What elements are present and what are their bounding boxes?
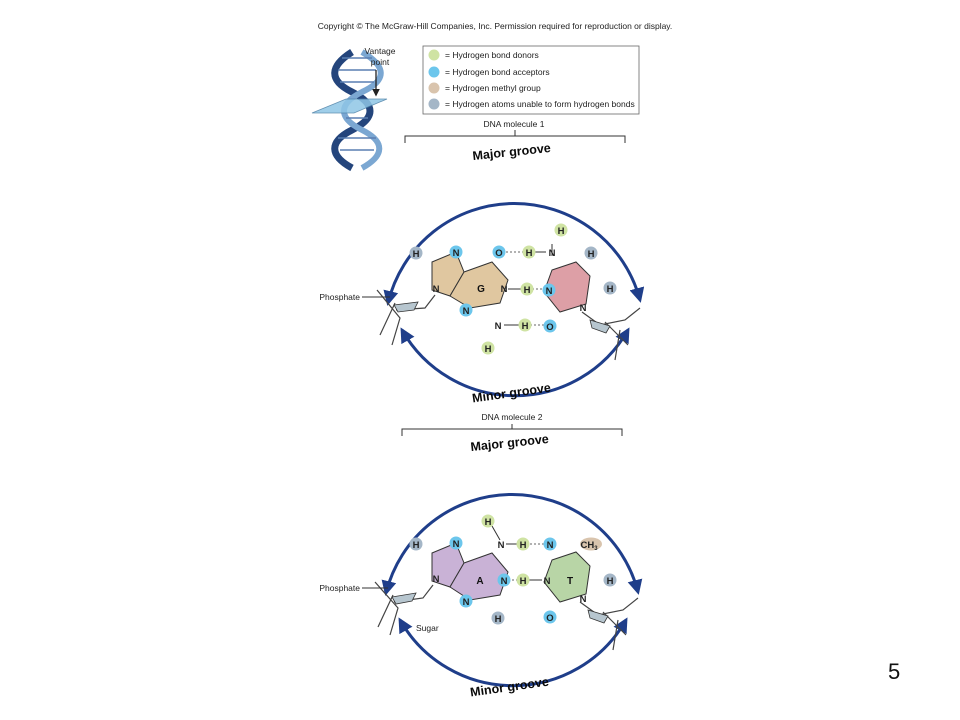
atom-n: N bbox=[463, 306, 470, 317]
atom-h: H bbox=[522, 321, 529, 332]
molecule1-title: DNA molecule 1 bbox=[484, 119, 545, 129]
molecule2-upper-arrow bbox=[381, 493, 643, 596]
atom-h: H bbox=[607, 284, 614, 295]
molecule2-bracket bbox=[401, 424, 623, 436]
vantage-label-1: Vantage bbox=[364, 46, 395, 56]
molecule2-lower-arrow bbox=[398, 617, 628, 688]
atom-h: H bbox=[558, 226, 565, 237]
atom-n: N bbox=[433, 574, 440, 585]
legend-swatch-donor bbox=[428, 49, 440, 61]
atom-h: H bbox=[495, 614, 502, 625]
atom-n: N bbox=[501, 576, 508, 587]
atom-o: O bbox=[546, 613, 553, 624]
molecule1-minor-groove-label: Minor groove bbox=[471, 381, 551, 406]
atom-n: N bbox=[433, 284, 440, 295]
dna-molecule-2: DNA molecule 2 Major groove Minor groove… bbox=[319, 412, 643, 700]
legend-swatch-methyl bbox=[428, 82, 440, 94]
atom-n: N bbox=[498, 540, 505, 551]
legend-swatch-acceptor bbox=[428, 66, 440, 78]
atom-h: H bbox=[485, 517, 492, 528]
molecule1-atoms: H N N N O H N H H H N H N N N H O H bbox=[409, 223, 617, 355]
atom-o: O bbox=[495, 248, 502, 259]
molecule1-lower-arrow bbox=[400, 327, 630, 398]
atom-h: H bbox=[526, 248, 533, 259]
molecule2-minor-groove-label: Minor groove bbox=[469, 675, 549, 700]
atom-h: H bbox=[524, 285, 531, 296]
copyright-notice: Copyright © The McGraw-Hill Companies, I… bbox=[317, 21, 673, 31]
atom-n: N bbox=[501, 284, 508, 295]
atom-n: N bbox=[453, 539, 460, 550]
atom-n: N bbox=[580, 594, 587, 605]
atom-h: H bbox=[520, 540, 527, 551]
molecule1-phosphate-label: Phosphate bbox=[319, 292, 360, 302]
legend-label-nonbonding: = Hydrogen atoms unable to form hydrogen… bbox=[445, 99, 635, 109]
base-label-t: T bbox=[567, 576, 573, 587]
vantage-label-2: point bbox=[371, 57, 390, 67]
legend-label-methyl: = Hydrogen methyl group bbox=[445, 83, 541, 93]
legend: = Hydrogen bond donors = Hydrogen bond a… bbox=[422, 45, 640, 115]
legend-swatch-nonbonding bbox=[428, 98, 440, 110]
molecule2-title: DNA molecule 2 bbox=[482, 412, 543, 422]
atom-n: N bbox=[547, 540, 554, 551]
atom-h: H bbox=[413, 249, 420, 260]
molecule1-major-groove-label: Major groove bbox=[472, 141, 552, 163]
thymine-ring bbox=[543, 551, 591, 603]
legend-label-acceptor: = Hydrogen bond acceptors bbox=[445, 67, 550, 77]
molecule1-bracket bbox=[404, 130, 626, 143]
base-label-a: A bbox=[476, 576, 483, 587]
molecule1-upper-arrow bbox=[383, 201, 645, 306]
base-label-g: G bbox=[477, 284, 485, 295]
atom-h: H bbox=[485, 344, 492, 355]
atom-h: H bbox=[413, 540, 420, 551]
molecule2-phosphate-label: Phosphate bbox=[319, 583, 360, 593]
atom-n: N bbox=[495, 321, 502, 332]
methyl-label: CH3 bbox=[580, 540, 598, 552]
atom-n: N bbox=[463, 597, 470, 608]
legend-label-donor: = Hydrogen bond donors bbox=[445, 50, 539, 60]
atom-h: H bbox=[588, 249, 595, 260]
atom-n: N bbox=[546, 286, 553, 297]
molecule2-sugar-label: Sugar bbox=[416, 623, 439, 633]
atom-h: H bbox=[607, 576, 614, 587]
atom-n: N bbox=[549, 248, 556, 259]
vantage-plane bbox=[311, 98, 388, 114]
atom-n: N bbox=[580, 303, 587, 314]
atom-o: O bbox=[546, 322, 553, 333]
atom-n: N bbox=[453, 248, 460, 259]
atom-h: H bbox=[520, 576, 527, 587]
atom-n: N bbox=[544, 576, 551, 587]
molecule2-atoms: H H N N H N CH3 N N H N H N N H O bbox=[409, 514, 617, 625]
molecule2-major-groove-label: Major groove bbox=[470, 432, 550, 454]
slide-number: 5 bbox=[888, 659, 901, 684]
